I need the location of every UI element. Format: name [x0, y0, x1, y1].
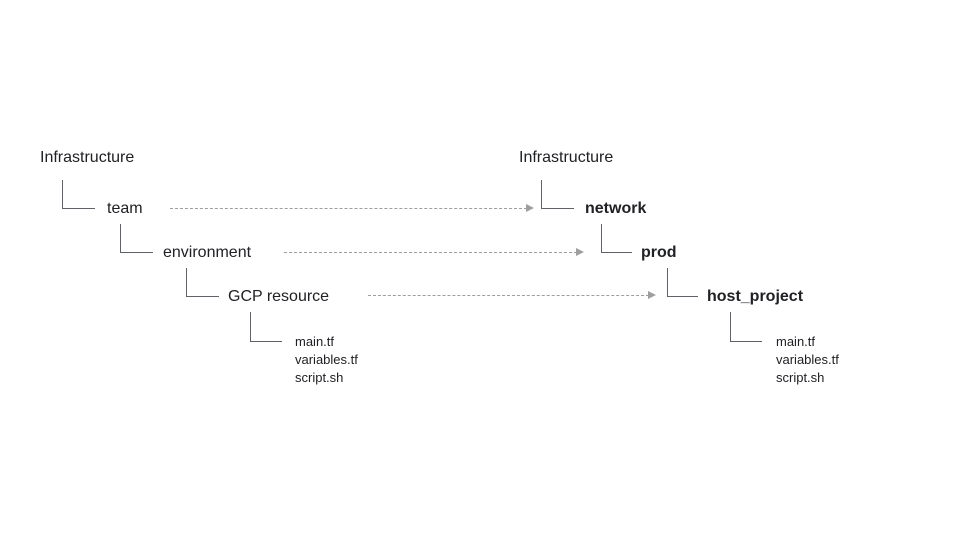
arrow-head-icon [526, 204, 534, 212]
left-tree-node-environment: environment [163, 244, 252, 261]
file-item: variables.tf [295, 352, 358, 367]
right-tree-file-list: main.tf variables.tf script.sh [776, 333, 839, 387]
right-tree-node-host-project: host_project [707, 288, 804, 305]
dashed-arrow-team-to-network [170, 204, 534, 213]
connector-elbow [250, 312, 282, 342]
right-tree-node-network: network [585, 200, 647, 217]
arrow-head-icon [648, 291, 656, 299]
left-tree-node-gcp-resource: GCP resource [228, 288, 330, 305]
connector-elbow [667, 268, 698, 297]
connector-elbow [601, 224, 632, 253]
left-tree-file-list: main.tf variables.tf script.sh [295, 333, 358, 387]
file-item: script.sh [776, 370, 825, 385]
file-item: main.tf [295, 334, 335, 349]
connector-elbow [120, 224, 153, 253]
right-tree-node-prod: prod [641, 244, 677, 261]
left-tree-root-label: Infrastructure [40, 149, 135, 166]
connector-elbow [730, 312, 762, 342]
connector-elbow [541, 180, 574, 209]
file-item: main.tf [776, 334, 816, 349]
file-item: variables.tf [776, 352, 839, 367]
file-item: script.sh [295, 370, 344, 385]
arrow-line [170, 208, 527, 209]
arrow-head-icon [576, 248, 584, 256]
left-tree-node-team: team [107, 200, 143, 217]
connector-elbow [186, 268, 219, 297]
dashed-arrow-gcp-resource-to-host-project [368, 291, 656, 300]
dashed-arrow-environment-to-prod [284, 248, 584, 257]
arrow-line [284, 252, 577, 253]
connector-elbow [62, 180, 95, 209]
arrow-line [368, 295, 649, 296]
right-tree-root-label: Infrastructure [519, 149, 614, 166]
